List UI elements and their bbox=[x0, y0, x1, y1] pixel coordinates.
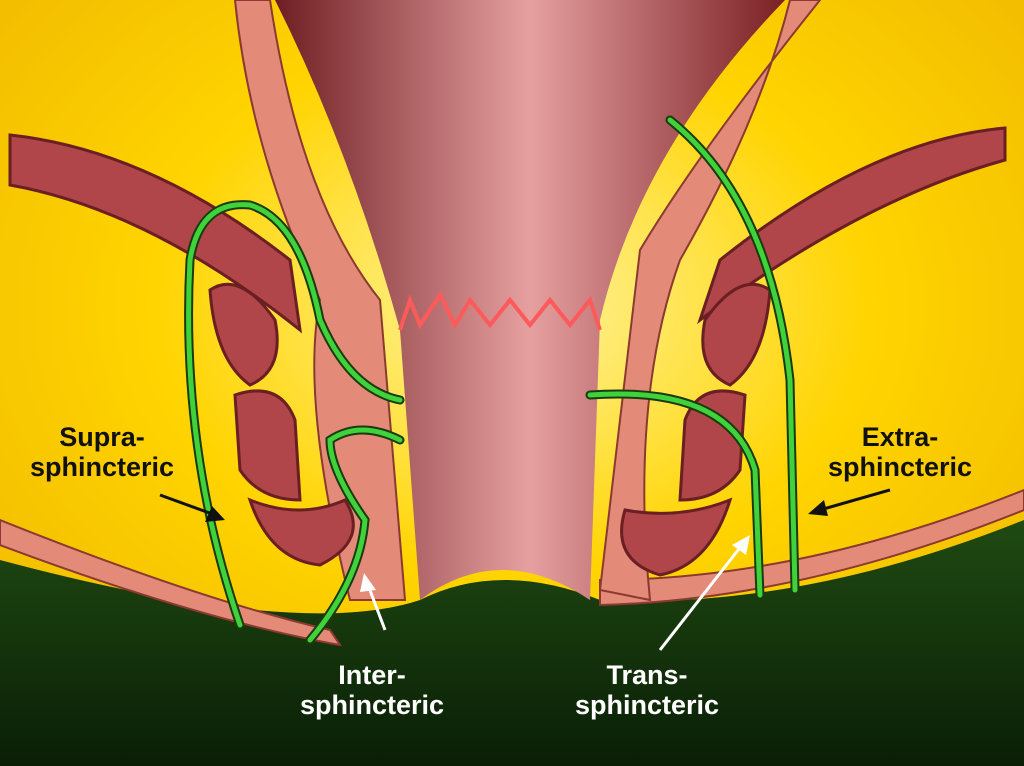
label-line: Trans- bbox=[606, 660, 688, 690]
skin-right bbox=[599, 488, 1024, 607]
skin-left bbox=[0, 518, 343, 647]
extra-sphincteric-track bbox=[667, 117, 798, 593]
label-supra-sphincteric: Supra- sphincteric bbox=[30, 422, 174, 482]
external-sphincter-right bbox=[620, 282, 772, 577]
label-line: sphincteric bbox=[30, 452, 175, 482]
dentate-line bbox=[398, 291, 602, 331]
label-arrows bbox=[159, 488, 891, 651]
label-line: Inter- bbox=[338, 660, 406, 690]
perineum-dark bbox=[0, 520, 1024, 766]
label-inter-sphincteric: Inter- sphincteric bbox=[300, 660, 444, 720]
supra-sphincteric-track bbox=[186, 202, 403, 628]
levator-left bbox=[8, 133, 303, 334]
extra-arrow bbox=[819, 488, 891, 512]
label-line: sphincteric bbox=[828, 452, 973, 482]
rectum-lumen bbox=[275, 0, 785, 600]
label-line: sphincteric bbox=[575, 690, 720, 720]
inter-arrow bbox=[366, 584, 387, 631]
label-trans-sphincteric: Trans- sphincteric bbox=[575, 660, 719, 720]
levator-right bbox=[697, 126, 1007, 325]
external-sphincter-left bbox=[208, 282, 355, 567]
supra-arrow bbox=[159, 493, 216, 517]
trans-sphincteric-track bbox=[587, 391, 763, 598]
trans-arrow bbox=[658, 544, 744, 651]
fistula-tracks-green bbox=[186, 117, 798, 643]
label-extra-sphincteric: Extra- sphincteric bbox=[828, 422, 972, 482]
label-line: Extra- bbox=[861, 422, 939, 452]
label-line: sphincteric bbox=[300, 690, 445, 720]
inter-sphincteric-track bbox=[307, 427, 403, 643]
label-line: Supra- bbox=[59, 422, 145, 452]
